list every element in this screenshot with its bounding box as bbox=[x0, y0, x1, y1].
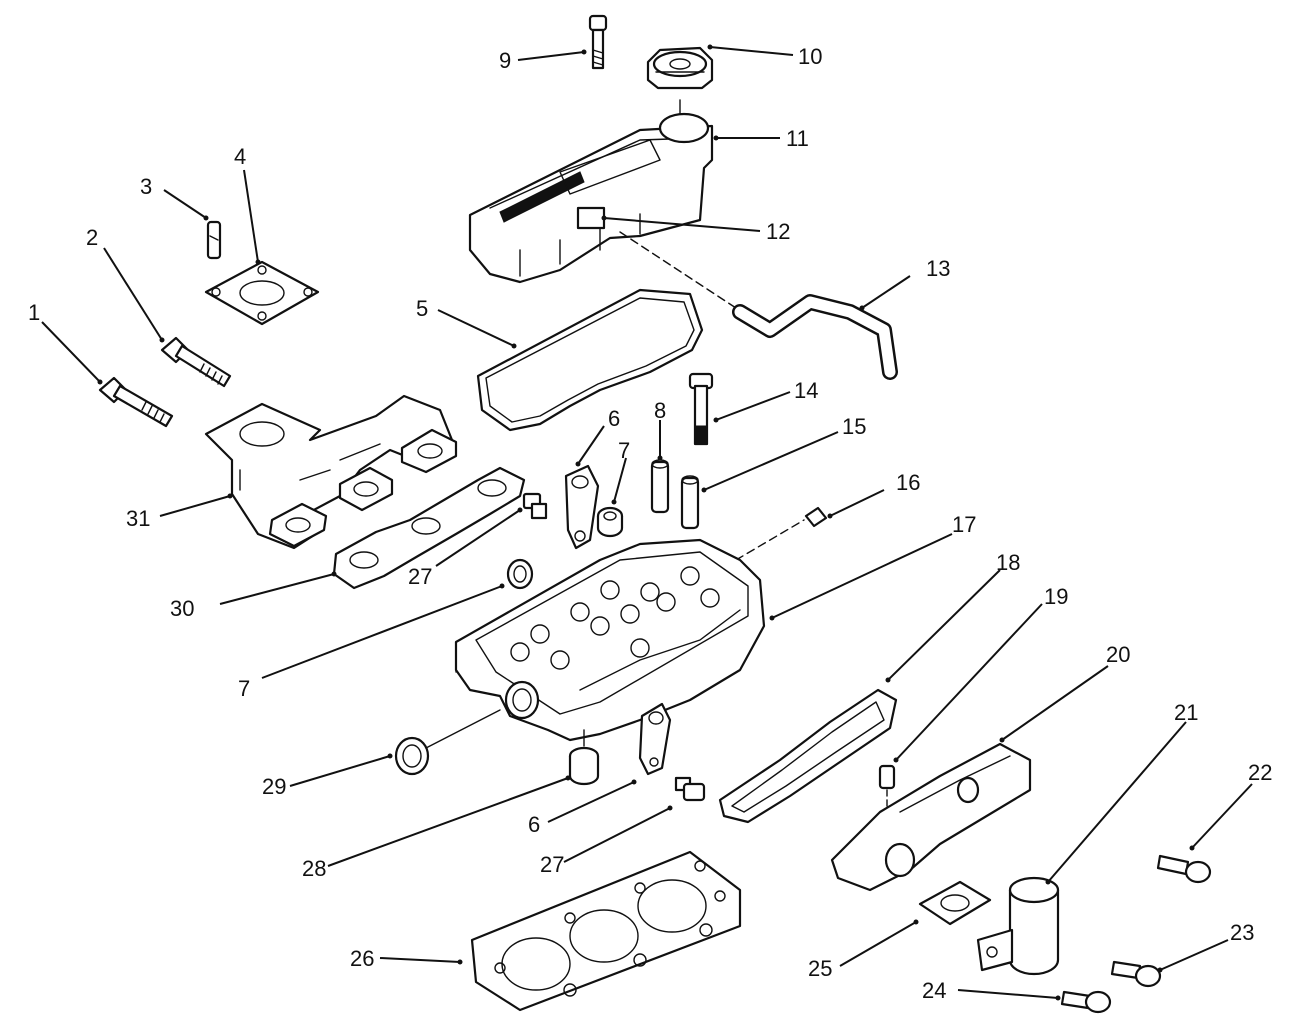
part-21-water-outlet bbox=[976, 876, 1060, 976]
part-4-flange-gasket bbox=[204, 260, 320, 326]
callout-23: 23 bbox=[1230, 920, 1254, 945]
part-24-bolt bbox=[1060, 990, 1112, 1014]
callout-20: 20 bbox=[1106, 642, 1130, 667]
callout-30: 30 bbox=[170, 596, 194, 621]
callout-18: 18 bbox=[996, 550, 1020, 575]
callout-19: 19 bbox=[1044, 584, 1068, 609]
callout-27-lower: 27 bbox=[540, 852, 564, 877]
part-17-cylinder-head bbox=[454, 538, 766, 742]
part-3-dowel-pin bbox=[206, 220, 222, 260]
callout-6-upper: 6 bbox=[608, 406, 620, 431]
callout-27-upper: 27 bbox=[408, 564, 432, 589]
part-23-bolt bbox=[1110, 960, 1162, 988]
callout-15: 15 bbox=[842, 414, 866, 439]
part-26-head-gasket bbox=[470, 850, 742, 1012]
callout-2: 2 bbox=[86, 225, 98, 250]
callout-7-upper: 7 bbox=[618, 438, 630, 463]
callout-14: 14 bbox=[794, 378, 818, 403]
part-1-bolt bbox=[98, 376, 174, 428]
part-30-manifold-gasket bbox=[332, 466, 526, 590]
callout-labels: 9 10 11 12 13 5 3 4 2 1 31 14 15 6 7 8 1… bbox=[28, 44, 1272, 1003]
callout-13: 13 bbox=[926, 256, 950, 281]
callout-1: 1 bbox=[28, 300, 40, 325]
part-8-valve-guide bbox=[650, 459, 670, 514]
callout-26: 26 bbox=[350, 946, 374, 971]
callout-11: 11 bbox=[786, 126, 809, 151]
callout-31: 31 bbox=[126, 506, 150, 531]
part-27-plug-upper bbox=[522, 492, 548, 520]
callout-25: 25 bbox=[808, 956, 832, 981]
part-7-valve-seal-upper bbox=[596, 506, 624, 538]
part-5-cover-gasket bbox=[476, 288, 704, 432]
part-31-exhaust-manifold bbox=[204, 394, 458, 550]
part-11-valve-cover bbox=[468, 99, 714, 284]
part-20-water-outlet-housing bbox=[830, 742, 1032, 892]
callout-5: 5 bbox=[416, 296, 428, 321]
part-2-bolt bbox=[160, 336, 232, 388]
callout-3: 3 bbox=[140, 174, 152, 199]
callout-16: 16 bbox=[896, 470, 920, 495]
part-22-bolt bbox=[1156, 854, 1212, 884]
part-29-seal bbox=[394, 709, 501, 776]
callout-17: 17 bbox=[952, 512, 976, 537]
leader-lines bbox=[41, 44, 1253, 1001]
part-27-plug-lower bbox=[674, 776, 706, 802]
part-6-lifting-eye-upper bbox=[564, 464, 600, 550]
callout-22: 22 bbox=[1248, 760, 1272, 785]
callout-10: 10 bbox=[798, 44, 822, 69]
part-13-breather-hose bbox=[619, 231, 898, 380]
callout-6-lower: 6 bbox=[528, 812, 540, 837]
part-14-head-bolt bbox=[688, 372, 714, 446]
callout-28: 28 bbox=[302, 856, 326, 881]
callout-21: 21 bbox=[1174, 700, 1198, 725]
part-16-plug bbox=[735, 506, 828, 561]
part-10-filler-cap bbox=[646, 46, 714, 90]
part-15-valve-guide bbox=[680, 475, 700, 530]
callout-7-lower: 7 bbox=[238, 676, 250, 701]
callout-24: 24 bbox=[922, 978, 946, 1003]
callout-12: 12 bbox=[766, 219, 790, 244]
part-25-outlet-gasket bbox=[918, 880, 992, 926]
callout-9: 9 bbox=[499, 48, 511, 73]
callout-4: 4 bbox=[234, 144, 246, 169]
part-9-bolt bbox=[588, 14, 608, 70]
part-18-thermostat-gasket bbox=[718, 688, 898, 824]
part-7-seal-lower bbox=[506, 558, 534, 590]
callout-8: 8 bbox=[654, 398, 666, 423]
part-6-lifting-eye-lower bbox=[638, 702, 672, 776]
callout-29: 29 bbox=[262, 774, 286, 799]
